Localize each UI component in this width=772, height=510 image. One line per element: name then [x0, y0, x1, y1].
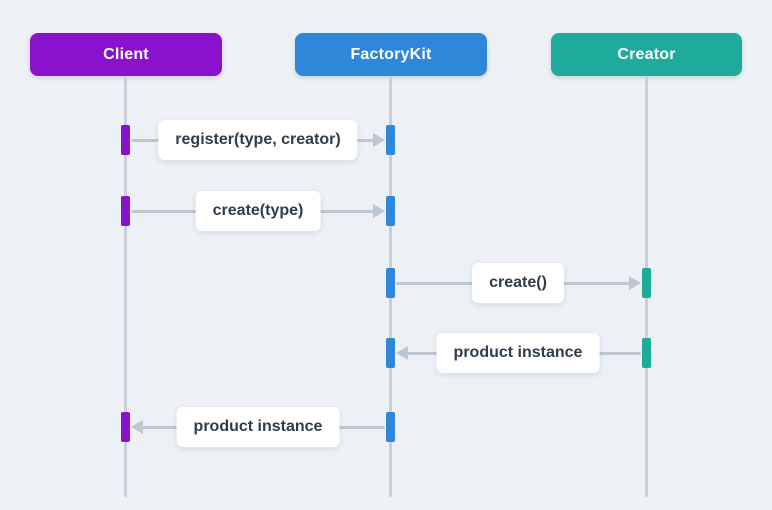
actor-header-client: Client [30, 33, 222, 76]
arrowhead-right-icon [373, 133, 385, 147]
activation-bar-client [121, 196, 130, 226]
activation-bar-creator [642, 268, 651, 298]
arrowhead-left-icon [396, 346, 408, 360]
message-label-4: product instance [436, 333, 600, 373]
activation-bar-client [121, 125, 130, 155]
message-label-5: product instance [176, 407, 340, 447]
activation-bar-factorykit [386, 268, 395, 298]
actor-name-creator: Creator [617, 45, 676, 63]
actor-name-client: Client [103, 45, 149, 63]
activation-bar-creator [642, 338, 651, 368]
activation-bar-factorykit [386, 338, 395, 368]
arrowhead-left-icon [131, 420, 143, 434]
arrowhead-right-icon [373, 204, 385, 218]
activation-bar-factorykit [386, 125, 395, 155]
message-label-1: register(type, creator) [158, 120, 358, 160]
message-label-3: create() [472, 263, 564, 303]
activation-bar-factorykit [386, 196, 395, 226]
actor-header-factorykit: FactoryKit [295, 33, 487, 76]
arrowhead-right-icon [629, 276, 641, 290]
activation-bar-client [121, 412, 130, 442]
activation-bar-factorykit [386, 412, 395, 442]
lifeline-client [124, 76, 127, 497]
message-label-2: create(type) [195, 191, 321, 231]
actor-header-creator: Creator [551, 33, 742, 76]
actor-name-factorykit: FactoryKit [350, 45, 432, 63]
